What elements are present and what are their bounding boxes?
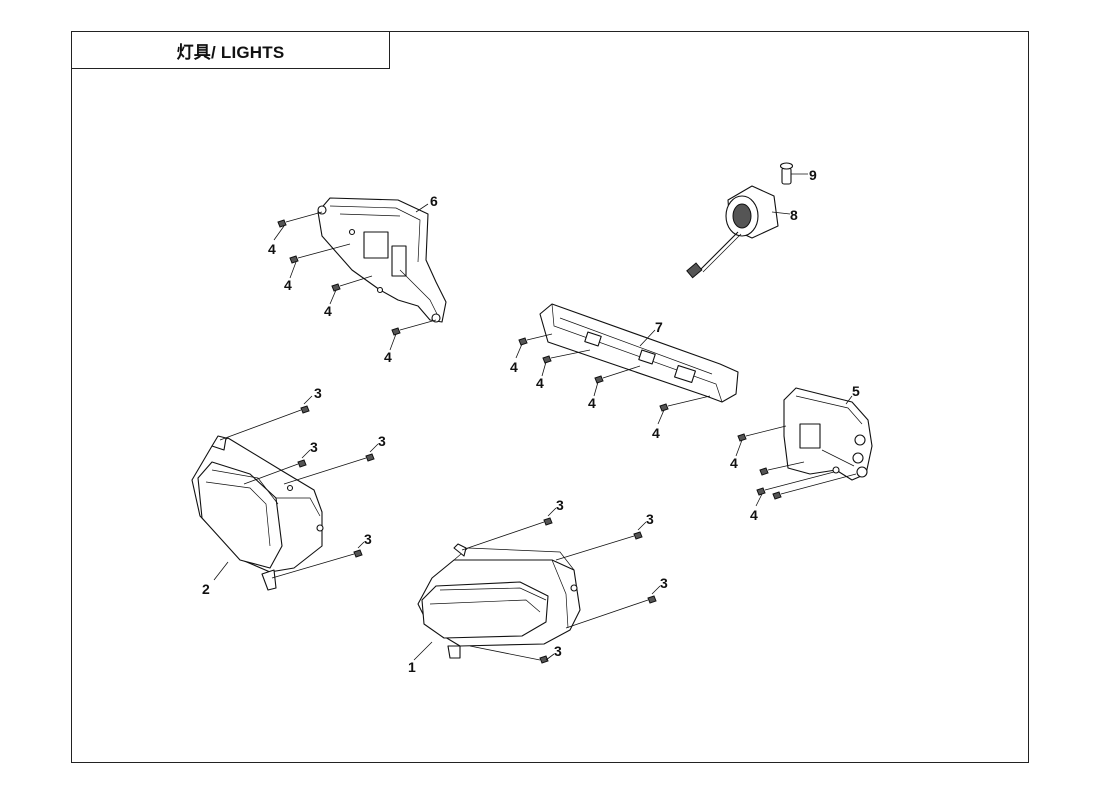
callout-screw-4: 4 [536, 375, 544, 391]
callout-part-5: 5 [852, 383, 860, 399]
part-1-front-headlight [417, 543, 581, 659]
callout-part-9: 9 [809, 167, 817, 183]
part-7-center-bracket [539, 303, 739, 403]
callout-screw-3: 3 [660, 575, 668, 591]
screws-part-7 [518, 333, 711, 412]
callout-screw-3: 3 [554, 643, 562, 659]
part-9-bulb [779, 162, 808, 185]
callout-leaders [273, 203, 853, 661]
screws-part-1 [413, 517, 657, 664]
callout-screw-4: 4 [588, 395, 596, 411]
screws-part-2 [213, 405, 375, 581]
title-block: 灯具/ LIGHTS [71, 31, 390, 69]
callout-screw-3: 3 [378, 433, 386, 449]
callout-labels: 1 2 5 6 7 8 9 3 3 3 3 3 3 3 3 4 4 4 4 4 … [202, 167, 860, 675]
callout-screw-4: 4 [730, 455, 738, 471]
callout-screw-4: 4 [284, 277, 292, 293]
callout-screw-4: 4 [750, 507, 758, 523]
screws-part-5 [737, 425, 857, 500]
callout-part-7: 7 [655, 319, 663, 335]
callout-screw-3: 3 [314, 385, 322, 401]
callout-screw-4: 4 [652, 425, 660, 441]
callout-screw-3: 3 [646, 511, 654, 527]
callout-part-8: 8 [790, 207, 798, 223]
callout-screw-4: 4 [324, 303, 332, 319]
part-5-right-lamp-bracket [783, 387, 873, 481]
callout-screw-3: 3 [556, 497, 564, 513]
drawing-frame [71, 31, 1029, 763]
callout-screw-4: 4 [384, 349, 392, 365]
callout-screw-3: 3 [364, 531, 372, 547]
part-2-left-headlight [191, 435, 324, 591]
callout-screw-4: 4 [510, 359, 518, 375]
page-title: 灯具/ LIGHTS [176, 42, 285, 62]
part-6-left-lamp-bracket [317, 197, 447, 323]
screws-part-6 [277, 211, 437, 336]
callout-screw-4: 4 [268, 241, 276, 257]
callout-part-6: 6 [430, 193, 438, 209]
callout-part-2: 2 [202, 581, 210, 597]
part-8-lamp-socket [686, 185, 791, 279]
callout-part-1: 1 [408, 659, 416, 675]
callout-screw-3: 3 [310, 439, 318, 455]
